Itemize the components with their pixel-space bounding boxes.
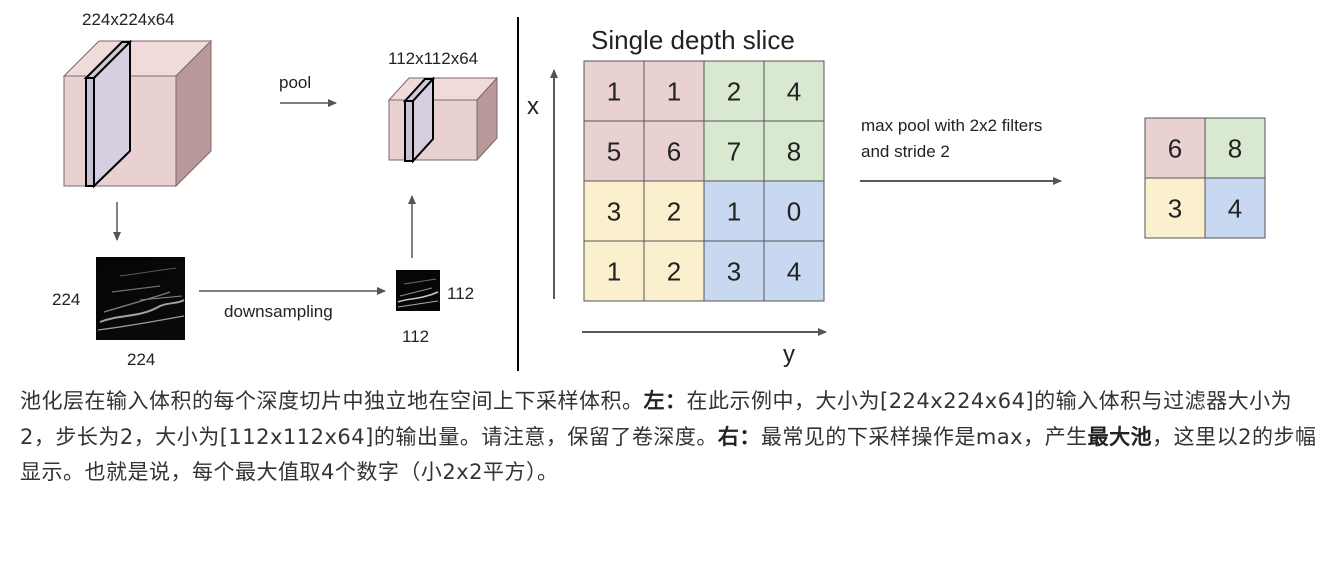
y-axis-label: y — [783, 341, 795, 368]
caption-closing-text: ，这里以2的步幅显示。也就是说，每个最大值取4个数字（小2x2平方）。 — [20, 424, 1317, 485]
input-grid: 1 1 2 4 5 6 7 8 3 2 1 0 1 2 3 4 — [583, 60, 825, 302]
input-grid-cell — [763, 120, 825, 182]
input-grid-cell-value: 6 — [667, 136, 681, 166]
operation-label-line1: max pool with 2x2 filters — [861, 116, 1042, 135]
input-grid-cell — [583, 120, 645, 182]
downsampling-label: downsampling — [224, 302, 333, 321]
output-grid-cell-value: 3 — [1168, 193, 1182, 223]
x-axis-label: x — [527, 93, 539, 120]
input-grid-cell — [583, 180, 645, 242]
input-grid-cell-value: 0 — [787, 196, 801, 226]
caption-right-text: 最常见的下采样操作是max，产生 — [760, 424, 1088, 449]
input-grid-cell — [703, 180, 765, 242]
output-grid-cell — [1204, 177, 1266, 239]
input-grid-cell — [643, 240, 705, 302]
output-volume-cube — [387, 76, 499, 164]
input-grid-cell-value: 4 — [787, 256, 801, 286]
output-grid-cell — [1144, 177, 1206, 239]
output-grid-cell — [1144, 117, 1206, 179]
caption-left-label: 左： — [643, 389, 687, 413]
input-grid-cell — [643, 180, 705, 242]
output-grid-cell-value: 4 — [1228, 193, 1242, 223]
small-feature-map — [396, 270, 440, 311]
input-grid-cell — [763, 60, 825, 122]
output-grid-cell-value: 6 — [1168, 133, 1182, 163]
slice-title: Single depth slice — [591, 25, 795, 55]
input-volume-cube — [62, 39, 213, 189]
output-grid: 6 8 3 4 — [1144, 117, 1266, 239]
input-grid-cell-value: 1 — [607, 76, 621, 106]
operation-label-line2: and stride 2 — [861, 142, 950, 161]
input-grid-cell-value: 7 — [727, 136, 741, 166]
input-grid-cell-value: 4 — [787, 76, 801, 106]
input-grid-cell — [643, 120, 705, 182]
input-grid-cell-value: 3 — [727, 256, 741, 286]
figure-caption: 池化层在输入体积的每个深度切片中独立地在空间上下采样体积。左：在此示例中，大小为… — [20, 384, 1320, 491]
input-grid-cell — [703, 120, 765, 182]
large-feature-map — [96, 257, 185, 340]
input-grid-cell-value: 1 — [607, 256, 621, 286]
caption-right-label: 右： — [717, 424, 761, 449]
max-pooling-diagram: 224x224x64 pool 112x112x64 224 224 downs… — [52, 10, 1266, 371]
pool-label: pool — [279, 73, 311, 92]
output-grid-cell — [1204, 117, 1266, 179]
input-volume-dims: 224x224x64 — [82, 10, 175, 29]
input-grid-cell-value: 3 — [607, 196, 621, 226]
output-volume-dims: 112x112x64 — [388, 49, 478, 68]
input-grid-cell-value: 1 — [727, 196, 741, 226]
input-grid-cell-value: 2 — [667, 196, 681, 226]
caption-max-pool-term: 最大池 — [1087, 424, 1153, 449]
input-grid-cell-value: 2 — [727, 76, 741, 106]
input-grid-cell — [583, 240, 645, 302]
small-map-side-label: 112 — [447, 284, 474, 303]
caption-left-text: 在此示例中，大小为[224x224x64]的输入体积与过滤器大小为2，步长为2，… — [20, 389, 1293, 449]
input-grid-cell — [703, 240, 765, 302]
input-grid-cell-value: 5 — [607, 136, 621, 166]
small-map-bottom-label: 112 — [402, 327, 429, 346]
input-grid-cell — [763, 240, 825, 302]
large-map-side-label: 224 — [52, 290, 80, 309]
input-grid-cell-value: 1 — [667, 76, 681, 106]
large-map-bottom-label: 224 — [127, 350, 155, 369]
caption-intro: 池化层在输入体积的每个深度切片中独立地在空间上下采样体积。 — [20, 389, 644, 413]
output-grid-cell-value: 8 — [1228, 133, 1242, 163]
input-grid-cell-value: 2 — [667, 256, 681, 286]
input-grid-cell-value: 8 — [787, 136, 801, 166]
